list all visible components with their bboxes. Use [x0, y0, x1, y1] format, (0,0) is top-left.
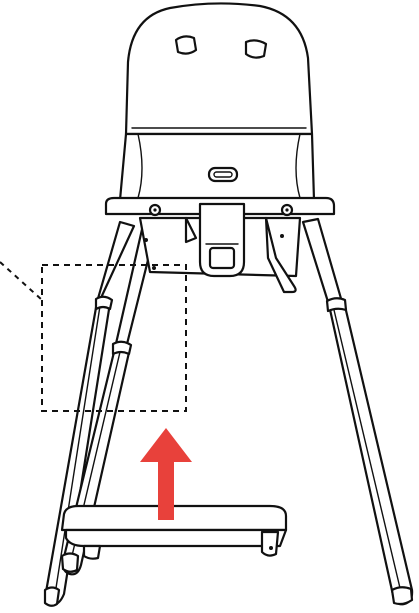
- left-strap-slot-icon: [174, 35, 198, 55]
- buckle-slot-icon: [207, 166, 239, 183]
- seat-back: [124, 2, 314, 136]
- seat-body: [118, 132, 316, 202]
- lift-up-arrow-icon: [140, 428, 192, 520]
- callout-leader-line: [0, 261, 43, 301]
- right-strap-slot-icon: [244, 39, 268, 59]
- right-leg: [301, 217, 414, 606]
- center-release-clip: [198, 202, 246, 278]
- detail-callout-box: [41, 264, 187, 412]
